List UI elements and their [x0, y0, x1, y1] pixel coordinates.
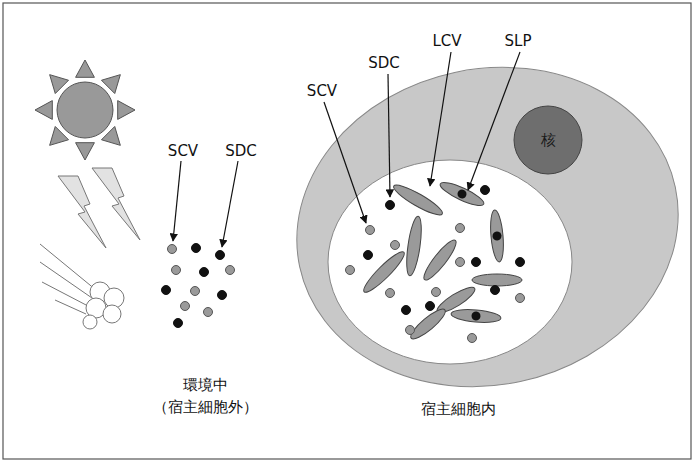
slp-dot	[471, 311, 481, 321]
scv-dot	[391, 241, 400, 250]
leader-arrow	[324, 102, 366, 223]
lcv-body	[391, 181, 445, 219]
leader-arrow	[222, 161, 238, 247]
sdc-dot	[216, 251, 225, 260]
part-label: SCV	[153, 140, 213, 162]
leader-lines	[173, 52, 520, 247]
lcv-body	[420, 237, 460, 284]
part-label: LCV	[417, 30, 477, 52]
scv-dot	[456, 258, 465, 267]
nucleus-outline	[514, 106, 582, 174]
scv-dot	[191, 287, 200, 296]
wind-icon	[40, 244, 96, 314]
node-label: 核	[513, 130, 583, 150]
sun-ray	[76, 60, 95, 77]
particle-group	[162, 186, 525, 343]
scv-dot	[168, 245, 177, 254]
scv-dot	[468, 334, 477, 343]
nucleus: 核	[513, 105, 583, 175]
lcv-body	[360, 248, 408, 296]
lcv-body	[407, 305, 448, 342]
leader-arrow	[468, 52, 520, 190]
sdc-dot	[174, 319, 183, 328]
sun-ray	[118, 101, 135, 120]
lcv-body	[489, 210, 505, 263]
lcv-body	[438, 178, 487, 209]
sdc-dot	[491, 286, 500, 295]
leader-arrow	[430, 52, 451, 186]
sun-icon	[35, 60, 135, 160]
cell-caption: 宿主細胞内	[408, 399, 508, 419]
vacuole	[328, 160, 572, 364]
sdc-dot	[516, 258, 525, 267]
slp-dot	[456, 188, 468, 200]
scv-dot	[181, 302, 190, 311]
lightning-icon	[58, 168, 140, 248]
sun-ray	[101, 126, 120, 145]
lcv-body	[404, 215, 424, 276]
leader-arrow	[173, 161, 181, 241]
sdc-dot	[200, 268, 209, 277]
sdc-dot	[386, 201, 395, 210]
sun-ray	[35, 101, 52, 120]
lcv-group	[360, 178, 522, 342]
sun-ray	[101, 75, 120, 94]
sdc-dot	[364, 251, 373, 260]
lcv-body	[451, 308, 502, 324]
sdc-dot	[192, 244, 201, 253]
sun-ray	[76, 143, 95, 160]
scv-dot	[226, 266, 235, 275]
scv-dot	[516, 294, 525, 303]
sun-ray	[50, 126, 69, 145]
host-cell: 宿主細胞内核	[290, 62, 685, 392]
scv-dot	[432, 288, 441, 297]
part-label: SCV	[292, 80, 352, 102]
scv-dot	[204, 308, 213, 317]
sdc-dot	[402, 306, 411, 315]
scv-dot	[386, 289, 395, 298]
scv-dot	[172, 266, 181, 275]
sun-disc	[57, 82, 113, 138]
region-caption: 環境中 （宿主細胞外）	[145, 374, 265, 418]
cloud-icon	[83, 282, 124, 329]
cell-outline	[267, 33, 694, 422]
slp-dot	[492, 231, 502, 241]
sdc-dot	[426, 302, 435, 311]
scv-dot	[366, 226, 375, 235]
sdc-dot	[162, 286, 171, 295]
sdc-dot	[481, 186, 490, 195]
lcv-body	[472, 274, 522, 286]
lcv-body	[434, 283, 478, 316]
part-label: SDC	[354, 52, 414, 74]
sun-ray	[50, 75, 69, 94]
node-outline	[290, 62, 685, 392]
part-label: SDC	[211, 140, 271, 162]
sdc-dot	[218, 291, 227, 300]
scv-dot	[346, 266, 355, 275]
sdc-dot	[472, 258, 481, 267]
scv-dot	[406, 326, 415, 335]
scv-dot	[456, 224, 465, 233]
leader-arrow	[388, 74, 390, 197]
part-label: SLP	[488, 30, 548, 52]
